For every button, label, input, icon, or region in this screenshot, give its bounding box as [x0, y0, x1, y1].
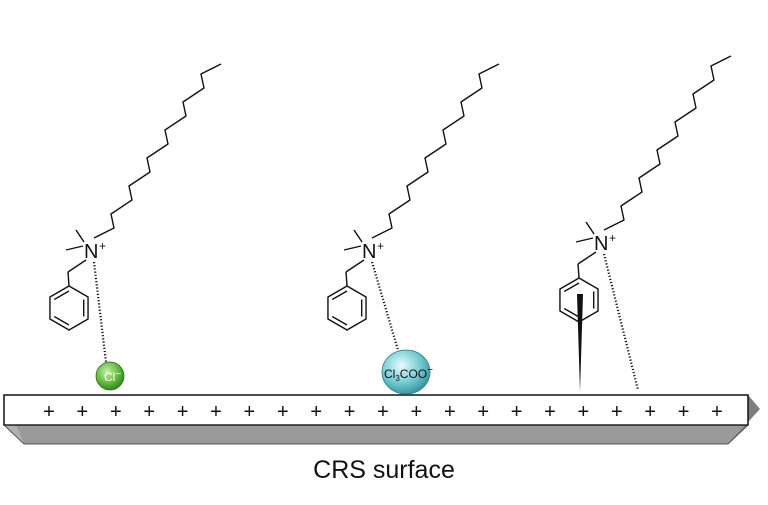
methyl-bond: [65, 245, 84, 251]
surface-plus-sign: +: [511, 401, 523, 423]
chloride-anion: Cl−: [95, 361, 125, 391]
surface-plus-sign: +: [711, 401, 723, 423]
surface-plus-sign: +: [377, 401, 389, 423]
molecule-chloride-pair: N+: [49, 63, 222, 363]
aromatic-double-bond: [331, 315, 348, 326]
crs-surface: + + + + + + + + + + + + + + + + + + + + +: [2, 394, 760, 445]
benzyl-bond: [577, 251, 597, 265]
tca-coo: COO: [400, 367, 427, 381]
nitrogen-atom: N: [362, 241, 376, 263]
surface-plus-sign: +: [578, 401, 590, 423]
surface-plus-sign: +: [77, 401, 89, 423]
surface-plus-sign: +: [244, 401, 256, 423]
methyl-bond: [353, 229, 363, 243]
surface-charges: + + + + + + + + + + + + + + + + + + + + +: [43, 401, 723, 423]
pi-interaction-wedge: [577, 294, 583, 392]
surface-plus-sign: +: [411, 401, 423, 423]
trichloroacetate-anion: Cl3COO−: [381, 349, 433, 395]
aromatic-double-bond: [331, 290, 348, 301]
alkyl-chain: [93, 63, 222, 239]
nitrogen-atom: N: [594, 233, 608, 255]
surface-plus-sign: +: [143, 401, 155, 423]
surface-caption: CRS surface: [313, 456, 455, 484]
methyl-bond: [585, 221, 595, 235]
molecule-direct-adsorption: N+: [559, 55, 732, 392]
tca-charge: −: [427, 365, 433, 376]
benzyl-bond: [345, 259, 365, 273]
benzene-ring: [49, 285, 89, 331]
alkyl-chain: [603, 55, 732, 231]
surface-plus-sign: +: [678, 401, 690, 423]
chloride-symbol: Cl: [104, 370, 115, 384]
tca-subscript: 3: [395, 374, 400, 383]
benzyl-bond: [67, 271, 70, 287]
surface-plus-sign: +: [277, 401, 289, 423]
electrostatic-interaction: [370, 261, 400, 351]
chloride-charge: −: [115, 369, 121, 380]
aromatic-double-bond: [53, 315, 70, 326]
molecule-trichloroacetate-pair: N+: [327, 63, 500, 351]
surface-bottom-face: [4, 425, 748, 444]
nitrogen-charge: +: [99, 239, 106, 253]
benzyl-bond: [345, 271, 348, 287]
tca-cl: Cl: [384, 367, 395, 381]
nitrogen-charge: +: [609, 231, 616, 245]
svg-text:Cl3COO−: Cl3COO−: [384, 365, 433, 383]
surface-plus-sign: +: [444, 401, 456, 423]
aromatic-double-bond: [563, 307, 580, 318]
chloride-sphere: [95, 361, 125, 391]
methyl-bond: [343, 245, 362, 251]
surface-plus-sign: +: [310, 401, 322, 423]
svg-text:Cl−: Cl−: [104, 369, 121, 384]
methyl-bond: [575, 237, 594, 243]
nitrogen-charge: +: [377, 239, 384, 253]
electrostatic-interaction: [602, 253, 640, 391]
surface-plus-sign: +: [644, 401, 656, 423]
surface-plus-sign: +: [477, 401, 489, 423]
surface-plus-sign: +: [544, 401, 556, 423]
benzene-ring: [327, 285, 367, 331]
surface-side-shade: [2, 424, 750, 445]
surface-plus-sign: +: [177, 401, 189, 423]
benzyl-bond: [577, 263, 580, 279]
methyl-bond: [75, 229, 85, 243]
benzyl-bond: [67, 259, 87, 273]
surface-plus-sign: +: [344, 401, 356, 423]
alkyl-chain: [371, 63, 500, 239]
trichloroacetate-sphere: [381, 349, 431, 395]
surface-plus-sign: +: [43, 401, 55, 423]
surface-plus-sign: +: [110, 401, 122, 423]
surface-plus-sign: +: [210, 401, 222, 423]
aromatic-double-bond: [563, 282, 580, 293]
nitrogen-atom: N: [84, 241, 98, 263]
aromatic-double-bond: [53, 290, 70, 301]
surface-right-face: [728, 395, 760, 444]
surface-plus-sign: +: [611, 401, 623, 423]
electrostatic-interaction: [92, 261, 108, 363]
